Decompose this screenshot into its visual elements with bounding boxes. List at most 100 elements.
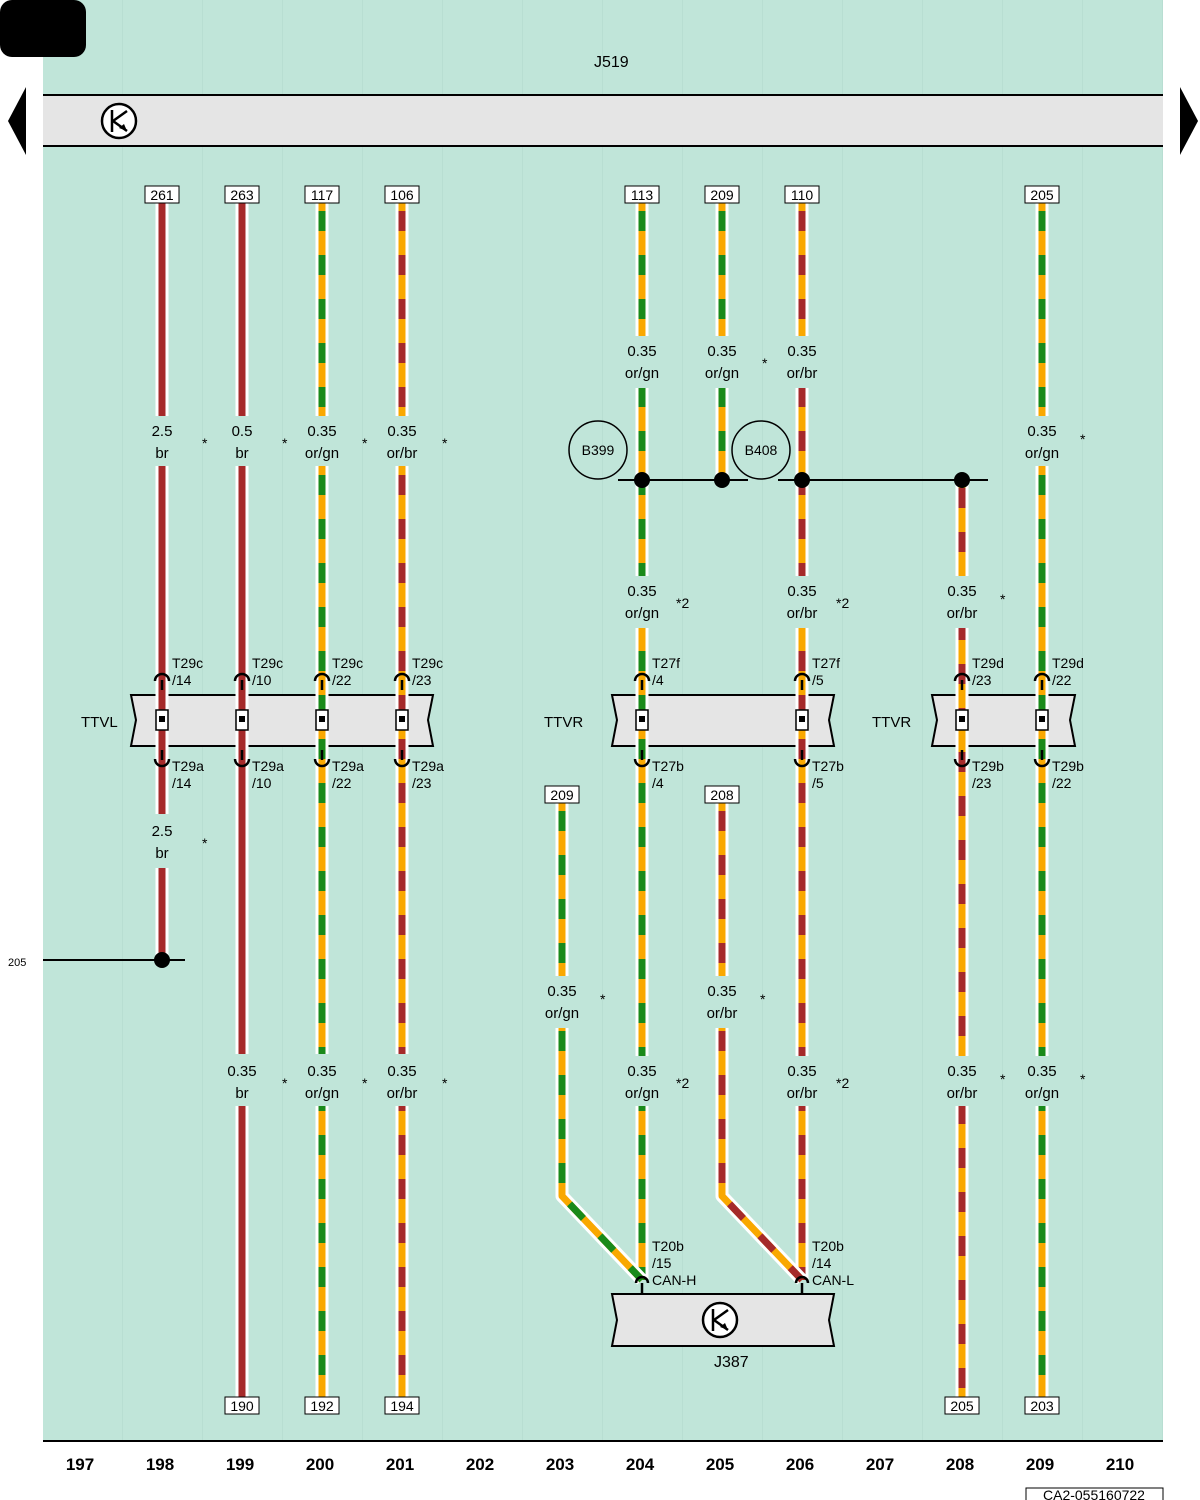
pin-name: T29a bbox=[332, 758, 364, 774]
wire-size-label: 0.35 bbox=[387, 1063, 416, 1080]
wire-note-mark: * bbox=[760, 991, 766, 1007]
pin-number: /22 bbox=[1052, 672, 1072, 688]
next-page-arrow-icon[interactable] bbox=[1180, 87, 1198, 155]
ref-box bbox=[384, 1396, 420, 1415]
ref-number: 205 bbox=[950, 1398, 974, 1414]
wire-205b-fill bbox=[718, 803, 805, 1283]
column-number: 200 bbox=[306, 1455, 334, 1474]
wire-size-label: 2.5 bbox=[152, 423, 173, 440]
pin-name: T29b bbox=[972, 758, 1004, 774]
bottom-control-unit bbox=[610, 1293, 836, 1347]
junction-dot bbox=[154, 952, 170, 968]
wire-size-label: 0.35 bbox=[1027, 1063, 1056, 1080]
ref-number: 209 bbox=[710, 187, 734, 203]
label-gap bbox=[628, 1056, 656, 1106]
ref-number: 110 bbox=[791, 187, 814, 203]
page-tab[interactable] bbox=[0, 0, 86, 57]
ref-number: 205 bbox=[1030, 187, 1054, 203]
column-number: 205 bbox=[706, 1455, 734, 1474]
doc-code: CA2-055160722 bbox=[1043, 1487, 1145, 1500]
ref-number: 203 bbox=[1030, 1398, 1054, 1414]
pin-contact-icon bbox=[313, 672, 331, 682]
overlay-layer: 2612.5br*2.5br*2631900.5br*0.35br*117192… bbox=[144, 185, 1086, 1415]
label-gap bbox=[1028, 416, 1056, 466]
wire-note-mark: *2 bbox=[676, 595, 689, 611]
pin-number: /10 bbox=[252, 775, 272, 791]
top-unit-bar bbox=[43, 95, 1163, 146]
column-number: 201 bbox=[386, 1455, 414, 1474]
column-number: 198 bbox=[146, 1455, 174, 1474]
pin-number: /4 bbox=[652, 775, 664, 791]
pin-name: T20b bbox=[652, 1238, 684, 1254]
wire-203-fill bbox=[558, 803, 645, 1283]
wire-color-label: or/gn bbox=[305, 1085, 339, 1102]
label-gap bbox=[788, 336, 816, 388]
wire-size-label: 0.35 bbox=[307, 1063, 336, 1080]
wire-color-label: or/gn bbox=[1025, 445, 1059, 462]
wire-note-mark: * bbox=[600, 991, 606, 1007]
ref-box bbox=[704, 185, 740, 204]
pin-contact-icon bbox=[953, 758, 971, 768]
pin-name: T20b bbox=[812, 1238, 844, 1254]
splice-label: B399 bbox=[582, 442, 615, 458]
wire-size-label: 2.5 bbox=[152, 823, 173, 840]
wire-note-mark: * bbox=[1000, 591, 1006, 607]
pin-contact-icon bbox=[793, 758, 811, 768]
prev-page-arrow-icon[interactable] bbox=[8, 87, 26, 155]
ref-number: 208 bbox=[710, 787, 734, 803]
pin-name: T29c bbox=[252, 655, 283, 671]
doc-code-box bbox=[1025, 1487, 1164, 1500]
wire-size-label: 0.35 bbox=[1027, 423, 1056, 440]
column-number: 202 bbox=[466, 1455, 494, 1474]
label-gap bbox=[308, 416, 336, 466]
wire-note-mark: * bbox=[1080, 1071, 1086, 1087]
column-number: 199 bbox=[226, 1455, 254, 1474]
pin-number: /23 bbox=[972, 672, 992, 688]
ref-box bbox=[304, 1396, 340, 1415]
wire-size-label: 0.35 bbox=[787, 583, 816, 600]
column-number: 207 bbox=[866, 1455, 894, 1474]
wire-size-label: 0.35 bbox=[627, 343, 656, 360]
pin-number: /4 bbox=[652, 672, 664, 688]
pin-contact-icon bbox=[233, 758, 251, 768]
wire-size-label: 0.35 bbox=[787, 343, 816, 360]
splice-b399 bbox=[568, 420, 628, 480]
splice-label: B408 bbox=[745, 442, 778, 458]
pin-number: /22 bbox=[332, 775, 352, 791]
pin-name: T29d bbox=[972, 655, 1004, 671]
connector-label: TTVL bbox=[81, 714, 118, 731]
ref-number: 113 bbox=[631, 187, 654, 203]
pin-name: T27b bbox=[812, 758, 844, 774]
wire-size-label: 0.35 bbox=[227, 1063, 256, 1080]
pin-number: /15 bbox=[652, 1255, 672, 1271]
ref-box bbox=[544, 785, 580, 804]
wire-size-label: 0.35 bbox=[787, 1063, 816, 1080]
pin-name: T29c bbox=[412, 655, 443, 671]
connector-label: TTVR bbox=[544, 714, 583, 731]
ref-box bbox=[704, 785, 740, 804]
wire-size-label: 0.35 bbox=[387, 423, 416, 440]
pin-number: /22 bbox=[1052, 775, 1072, 791]
wire-size-label: 0.35 bbox=[627, 1063, 656, 1080]
wire-size-label: 0.35 bbox=[707, 343, 736, 360]
wire-note-mark: * bbox=[202, 435, 208, 451]
wire-size-label: 0.35 bbox=[307, 423, 336, 440]
wire-color-label: or/br bbox=[787, 365, 818, 382]
top-unit-label: J519 bbox=[594, 54, 629, 71]
wire-note-mark: *2 bbox=[836, 1075, 849, 1091]
wire-note-mark: * bbox=[442, 1075, 448, 1091]
label-gap bbox=[388, 416, 416, 466]
ref-box bbox=[1024, 185, 1060, 204]
wire-size-label: 0.35 bbox=[707, 983, 736, 1000]
wire-color-label: or/br bbox=[787, 1085, 818, 1102]
pin-number: /23 bbox=[412, 672, 432, 688]
pin-contact-icon bbox=[233, 672, 251, 682]
wire-color-label: or/br bbox=[707, 1005, 738, 1022]
column-number: 197 bbox=[66, 1455, 94, 1474]
wire-color-label: br bbox=[155, 445, 168, 462]
junction-dot bbox=[714, 472, 730, 488]
ref-number: 209 bbox=[550, 787, 574, 803]
wire-note-mark: * bbox=[762, 355, 768, 371]
